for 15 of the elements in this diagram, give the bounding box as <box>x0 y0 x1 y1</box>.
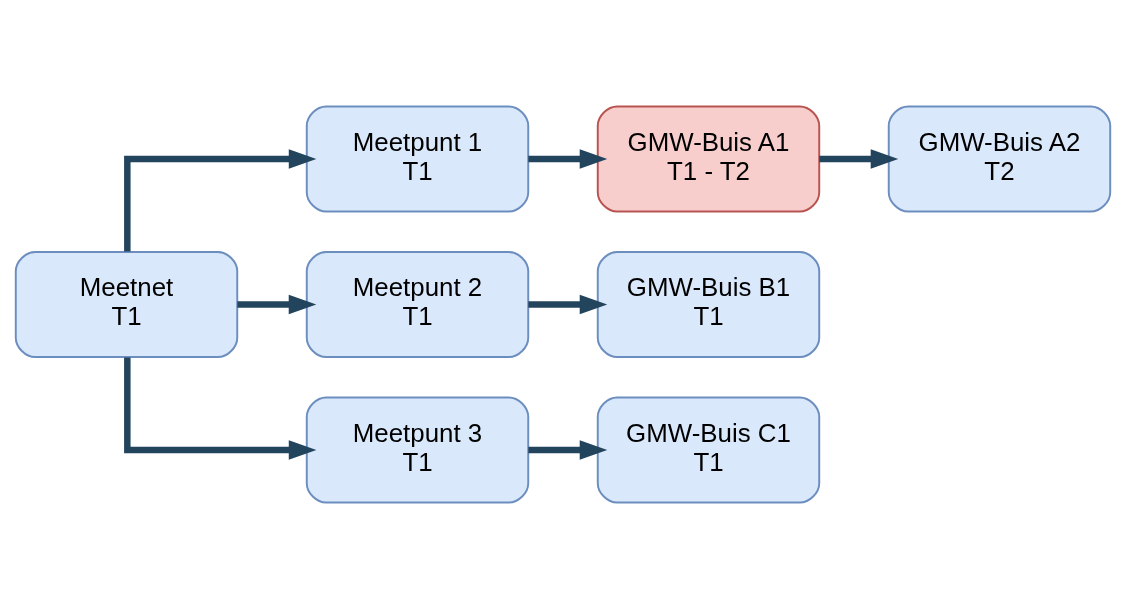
node-box: Meetpunt 2 T1 <box>305 250 530 358</box>
arrow <box>237 294 317 314</box>
node-box: GMW-Buis C1 T1 <box>596 395 821 503</box>
node-box: GMW-Buis A2 T2 <box>887 105 1112 212</box>
node-box: Meetnet T1 <box>14 250 239 358</box>
arrow <box>124 356 317 460</box>
arrow <box>124 148 317 252</box>
node-box: GMW-Buis B1 T1 <box>596 250 821 358</box>
arrow <box>528 439 608 460</box>
arrow <box>528 294 608 314</box>
arrow <box>819 148 899 169</box>
node-box: Meetpunt 3 T1 <box>305 395 530 503</box>
arrow <box>528 148 608 169</box>
node-box: GMW-Buis A1 T1 - T2 <box>596 105 821 212</box>
node-box: Meetpunt 1 T1 <box>305 105 530 212</box>
